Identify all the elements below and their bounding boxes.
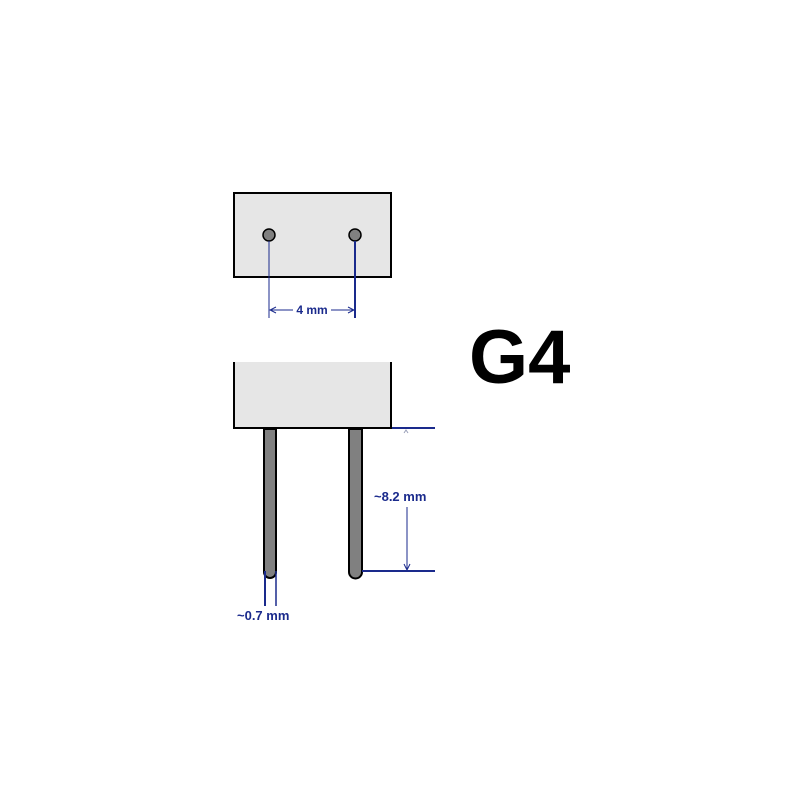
pin-left <box>263 428 277 579</box>
pin-diameter-label: ~0.7 mm <box>237 608 290 623</box>
side-view <box>233 362 435 606</box>
base-side-rectangle <box>234 362 391 428</box>
base-side-outline <box>233 362 392 429</box>
base-type-title: G4 <box>469 315 571 400</box>
pin-hole-right <box>348 228 362 242</box>
pin-hole-left <box>262 228 276 242</box>
pin-spacing-label: 4 mm <box>293 302 331 318</box>
top-view <box>233 192 392 318</box>
pin-length-label: ~8.2 mm <box>374 489 427 504</box>
base-top-rectangle <box>233 192 392 278</box>
pin-right <box>348 428 363 580</box>
length-arrow-top-tick <box>403 429 409 434</box>
